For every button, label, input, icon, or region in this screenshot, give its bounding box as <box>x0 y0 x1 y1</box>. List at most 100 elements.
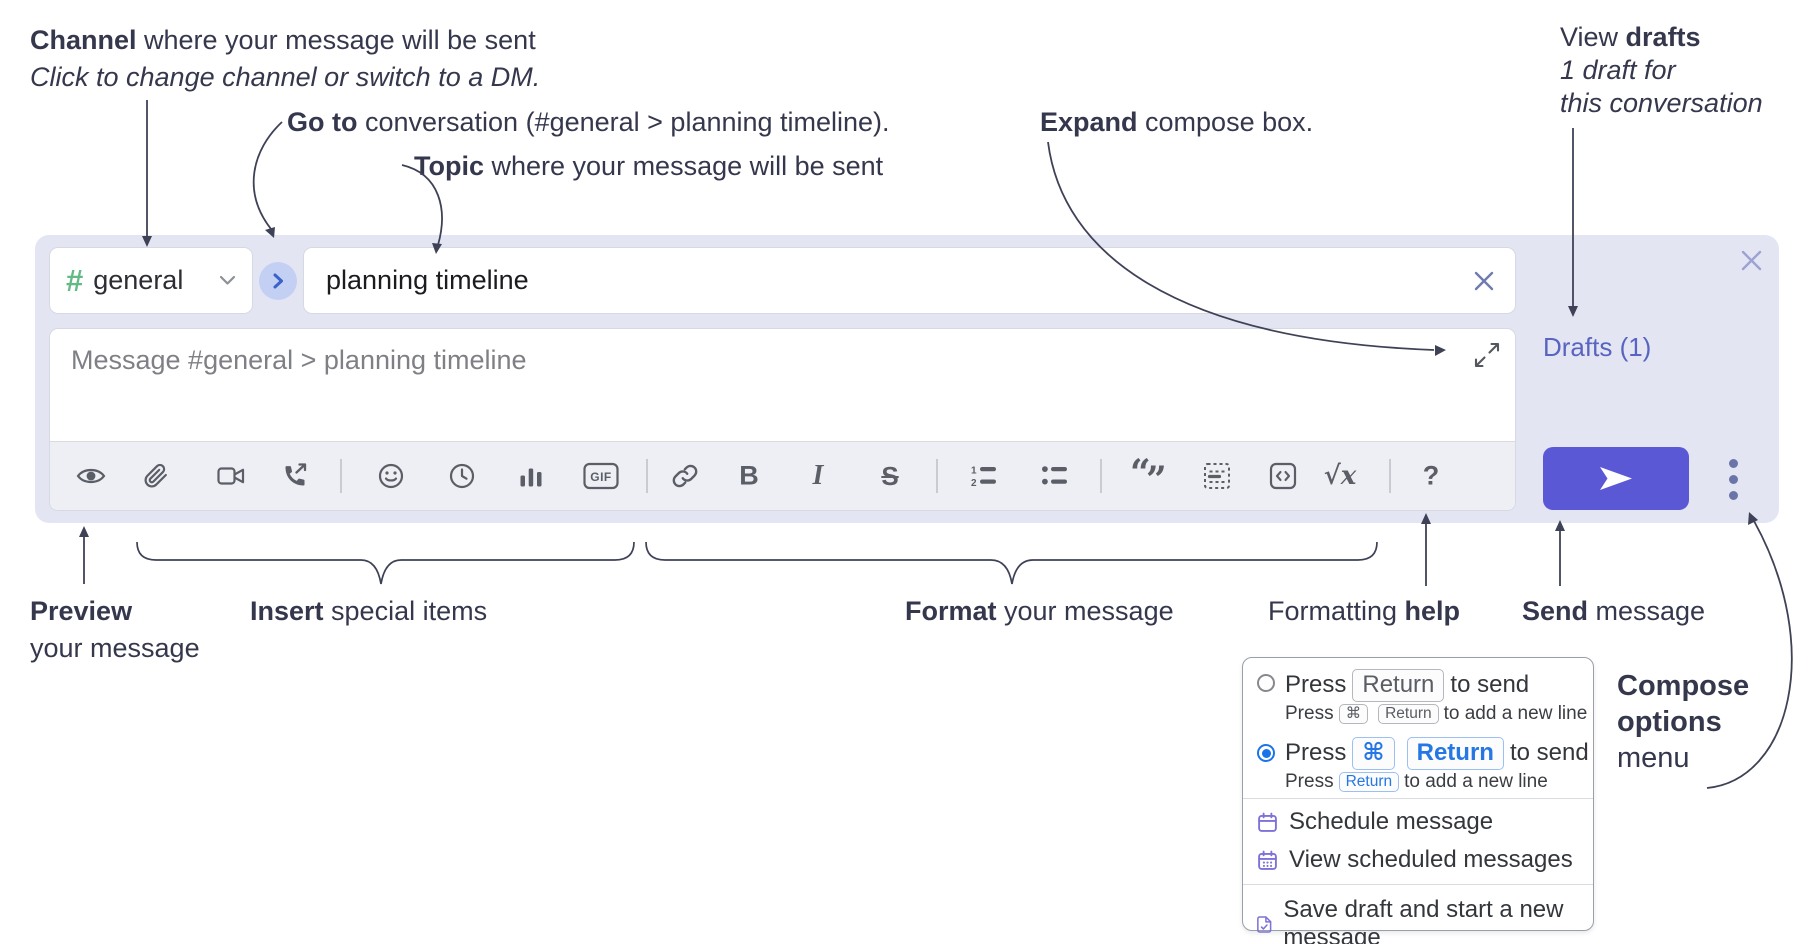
video-call-button[interactable] <box>217 465 245 487</box>
numbered-list-icon: 1 2 <box>971 466 996 488</box>
bold-button[interactable]: B <box>739 460 759 491</box>
compose-options-annotation: Compose options menu <box>1617 670 1750 774</box>
bulleted-list-icon <box>1042 466 1067 485</box>
question-mark-icon: ? <box>1422 460 1440 491</box>
close-compose-button[interactable] <box>1738 247 1765 274</box>
numbered-list-button[interactable]: 1 2 <box>971 464 998 488</box>
format-annotation: Format your message <box>905 596 1174 626</box>
add-global-time-button[interactable] <box>449 463 475 489</box>
channel-annotation: Channel where your message will be sent … <box>30 25 541 92</box>
strikethrough-icon: S <box>881 461 899 491</box>
spoiler-button[interactable] <box>1204 463 1231 490</box>
enter-sends-radio[interactable] <box>1257 674 1275 692</box>
quote-icon: “ ” <box>1130 452 1167 501</box>
topic-input[interactable] <box>304 265 1471 296</box>
smiley-icon <box>378 463 404 489</box>
code-button[interactable] <box>1269 462 1297 490</box>
toolbar-divider <box>340 459 342 493</box>
attach-file-button[interactable] <box>144 463 169 489</box>
go-to-conversation-button[interactable] <box>259 262 297 300</box>
bar-chart-icon <box>520 468 542 487</box>
return-key: Return <box>1338 771 1400 793</box>
emoji-button[interactable] <box>378 463 404 489</box>
italic-icon: I <box>812 460 824 491</box>
send-plane-icon <box>1600 467 1632 490</box>
message-input[interactable] <box>50 329 1515 441</box>
strikethrough-button[interactable]: S <box>881 463 898 489</box>
audio-call-button[interactable] <box>282 463 308 489</box>
goto-arrow <box>252 121 283 230</box>
return-key: Return <box>1378 703 1439 725</box>
preview-button[interactable] <box>76 465 106 487</box>
chevron-down-icon <box>219 275 236 285</box>
ellipsis-dot <box>1728 474 1738 484</box>
radio-dot <box>1261 748 1271 758</box>
link-icon <box>672 464 698 488</box>
eye-icon <box>76 468 106 484</box>
return-key: Return <box>1406 737 1504 770</box>
toolbar-divider <box>936 459 938 493</box>
expand-annotation: Expand compose box. <box>1040 107 1314 137</box>
format-brace <box>645 541 1378 585</box>
svg-text:1: 1 <box>971 466 977 477</box>
expand-compose-button[interactable] <box>1474 342 1500 368</box>
expand-icon <box>1474 342 1500 368</box>
drafts-link[interactable]: Drafts (1) <box>1543 332 1652 362</box>
toolbar-divider <box>1100 459 1102 493</box>
math-icon: √x <box>1323 461 1357 491</box>
enter-sends-subtext: Press ⌘ Return to add a new line <box>1285 703 1588 725</box>
insert-brace <box>136 541 635 585</box>
preview-annotation: Preview your message <box>30 596 200 663</box>
bold-icon: B <box>739 460 759 491</box>
gif-label: GIF <box>590 470 612 484</box>
save-draft-item[interactable]: Save draft and start a new message <box>1257 896 1593 944</box>
formatting-help-button[interactable]: ? <box>1422 460 1440 491</box>
schedule-message-item[interactable]: Schedule message <box>1257 808 1493 836</box>
cmd-enter-sends-option[interactable]: Press ⌘ Return to send <box>1285 737 1589 770</box>
topic-field <box>303 247 1516 314</box>
channel-selector[interactable]: # general <box>49 247 253 314</box>
menu-divider <box>1243 884 1593 885</box>
chevron-right-icon <box>273 273 283 289</box>
message-area: GIF B I <box>49 328 1516 511</box>
paperclip-icon <box>144 463 167 488</box>
cmd-enter-sends-radio[interactable] <box>1257 744 1275 762</box>
compose-options-menu: Press Return to send Press ⌘ Return to a… <box>1242 657 1594 944</box>
menu-divider <box>1243 798 1593 799</box>
clear-topic-button[interactable] <box>1471 268 1497 294</box>
video-camera-icon <box>217 467 245 485</box>
close-icon <box>1741 250 1762 271</box>
add-gif-button[interactable]: GIF <box>583 462 619 490</box>
channel-hash-icon: # <box>66 263 84 298</box>
cmd-enter-sends-subtext: Press Return to add a new line <box>1285 771 1548 793</box>
gif-icon: GIF <box>583 462 619 490</box>
svg-text:”: ” <box>1146 459 1167 501</box>
toolbar-divider <box>646 459 648 493</box>
svg-text:2: 2 <box>971 478 977 488</box>
clock-icon <box>449 463 475 489</box>
code-icon <box>1269 462 1297 490</box>
channel-name: general <box>93 265 184 295</box>
cmd-key: ⌘ <box>1352 737 1395 770</box>
math-button[interactable]: √x <box>1324 463 1357 489</box>
compose-box: # general <box>35 235 1779 523</box>
calendar-grid-icon <box>1258 850 1277 870</box>
send-annotation: Send message <box>1522 596 1706 626</box>
italic-button[interactable]: I <box>813 462 824 490</box>
insert-link-button[interactable] <box>672 463 699 490</box>
send-button[interactable] <box>1543 447 1689 510</box>
insert-annotation: Insert special items <box>250 596 488 626</box>
ellipsis-dot <box>1728 458 1738 468</box>
topic-annotation: Topic where your message will be sent <box>414 151 884 181</box>
compose-toolbar: GIF B I <box>50 441 1515 510</box>
quote-button[interactable]: “ ” <box>1130 452 1167 501</box>
view-scheduled-messages-item[interactable]: View scheduled messages <box>1257 846 1573 874</box>
svg-text:“: “ <box>1130 452 1151 494</box>
enter-sends-option[interactable]: Press Return to send <box>1285 669 1529 702</box>
spoiler-icon <box>1204 463 1230 489</box>
ellipsis-dot <box>1728 490 1738 500</box>
compose-options-menu-button[interactable] <box>1717 453 1749 505</box>
bulleted-list-button[interactable] <box>1042 464 1069 488</box>
add-poll-button[interactable] <box>519 465 543 488</box>
